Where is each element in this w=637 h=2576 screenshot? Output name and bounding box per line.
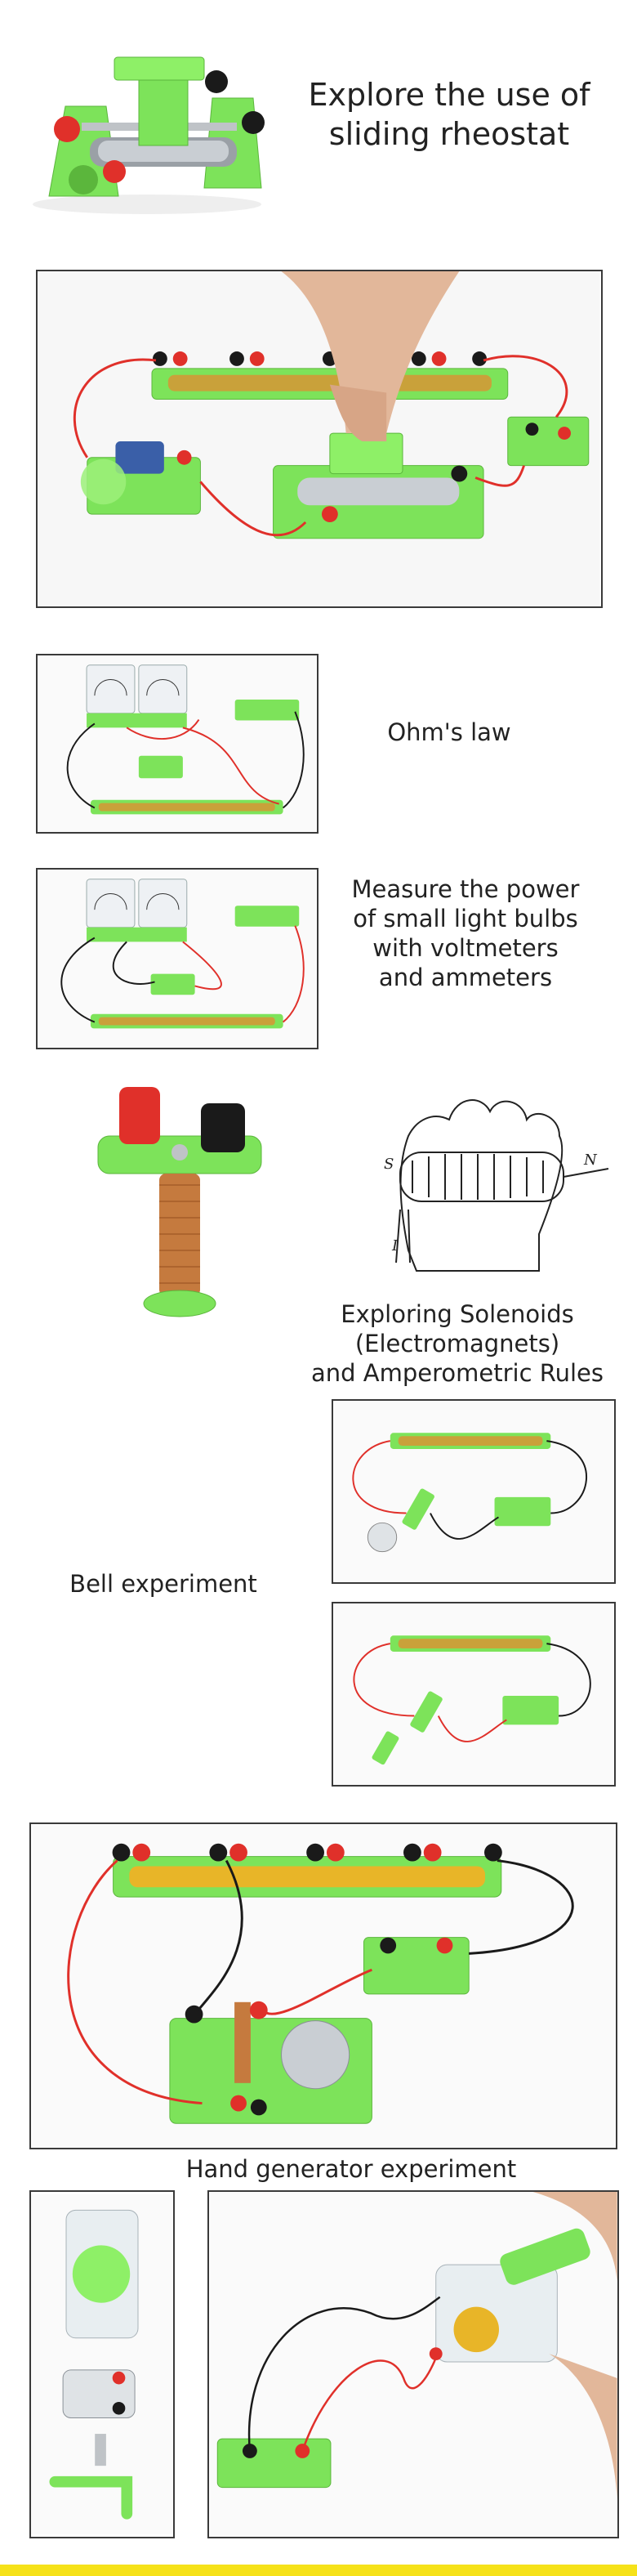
solenoid-caption-line3: and Amperometric Rules [311,1359,604,1387]
solenoid-product-image [82,1071,278,1332]
generator-circuit-photo [207,2190,619,2538]
solenoid-caption-line2: (Electromagnets) [354,1330,560,1357]
ohms-law-photo [36,654,318,834]
bell-caption: Bell experiment [69,1570,257,1598]
power-caption-line1: Measure the power [351,875,580,903]
right-hand-rule-diagram: S N I [351,1087,612,1275]
power-caption-line4: and ammeters [378,964,553,991]
hero-title: Explore the use of sliding rheostat [278,75,621,154]
bell-experiment-photo-1 [332,1399,616,1584]
power-caption-line2: of small light bulbs [353,905,578,932]
solenoid-caption: Exploring Solenoids (Electromagnets) and… [294,1299,621,1388]
diagram-label-n: N [583,1152,598,1169]
power-measurement-caption: Measure the power of small light bulbs w… [335,874,596,992]
rheostat-circuit-photo [36,270,603,608]
power-caption-line3: with voltmeters [372,934,559,962]
hero-title-line2: sliding rheostat [328,116,570,152]
bottom-accent-bar [0,2565,637,2576]
ohms-law-caption: Ohm's law [387,718,511,746]
rheostat-product-image [16,33,270,221]
generator-parts-photo [29,2190,175,2538]
diagram-label-i: I [391,1237,399,1254]
diagram-label-s: S [384,1156,394,1173]
generator-caption: Hand generator experiment [185,2155,517,2183]
hero-title-line1: Explore the use of [308,77,590,113]
power-measurement-photo [36,868,318,1049]
bell-circuit-photo [29,1822,617,2149]
bell-experiment-photo-2 [332,1602,616,1787]
solenoid-caption-line1: Exploring Solenoids [341,1300,574,1328]
